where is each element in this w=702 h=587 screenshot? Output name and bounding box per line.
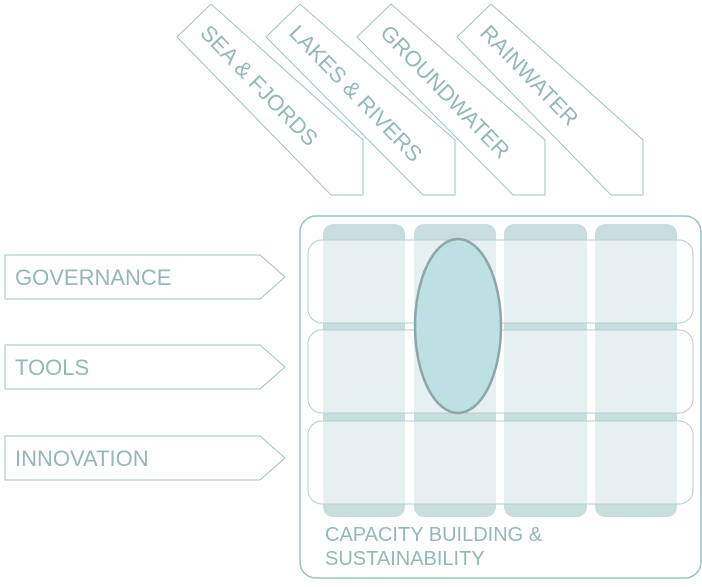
- column-arrow-shape: [456, 3, 644, 196]
- footer-label-line2: SUSTAINABILITY: [325, 548, 485, 570]
- row-label-tools: TOOLS: [15, 355, 89, 380]
- row-arrow-innovation: INNOVATION: [4, 435, 286, 481]
- row-label-innovation: INNOVATION: [15, 446, 149, 471]
- row-bar-innovation: [307, 420, 694, 505]
- row-arrow-tools: TOOLS: [4, 344, 286, 390]
- row-arrow-shape: [4, 344, 286, 390]
- column-arrow-shape: [265, 3, 456, 196]
- row-arrow-governance: GOVERNANCE: [4, 254, 286, 300]
- row-arrow-shape: [4, 435, 286, 481]
- column-arrow-shape: [176, 3, 364, 196]
- row-label-governance: GOVERNANCE: [15, 265, 171, 290]
- column-arrow-shape: [356, 3, 546, 196]
- row-arrow-shape: [4, 254, 286, 300]
- footer-label-line1: CAPACITY BUILDING &: [325, 524, 543, 546]
- highlight-ellipse: [413, 237, 503, 415]
